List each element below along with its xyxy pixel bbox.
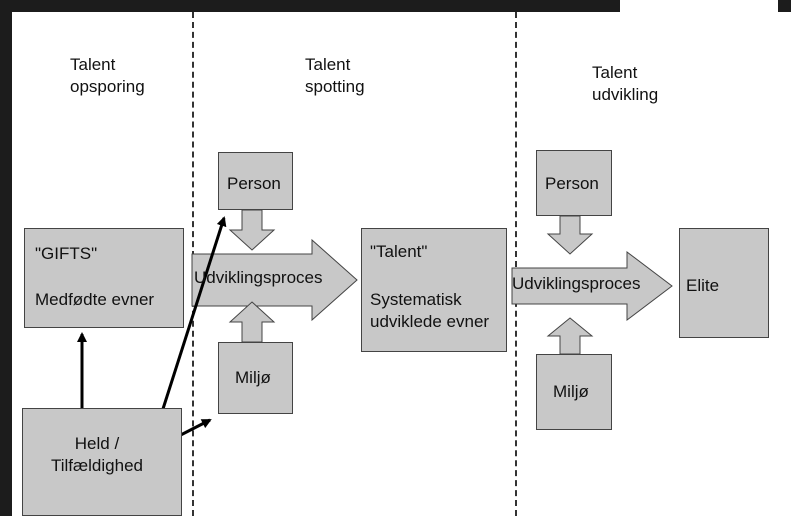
photo-border-left [0,0,14,516]
box-miljo-1: Miljø [218,342,293,414]
person-2-label: Person [545,174,599,193]
box-elite: Elite [679,228,769,338]
talent-subtitle: Systematisk udviklede evner [370,290,490,331]
photo-border-top [0,0,620,14]
box-person-2: Person [536,150,612,216]
box-miljo-2: Miljø [536,354,612,430]
held-label: Held / Tilfældighed [51,434,143,475]
talent-title: "Talent" [370,242,428,261]
diagram-canvas: Talent opsporing Talent spotting Talent … [12,12,791,516]
divider-2 [515,12,517,516]
elite-label: Elite [686,276,720,295]
box-talent: "Talent" Systematisk udviklede evner [361,228,507,352]
box-person-1: Person [218,152,293,210]
miljo-2-label: Miljø [553,382,589,401]
process-label-2: Udviklingsproces [512,274,641,293]
miljo-arrow-2 [546,317,594,355]
box-gifts: "GIFTS" Medfødte evner [24,228,184,328]
heading-talent-spotting: Talent spotting [305,55,365,96]
process-arrow-1 [191,238,358,322]
arrow-held-to-person [160,216,227,413]
process-label-1: Udviklingsproces [194,268,323,287]
person-arrow-2 [546,215,594,255]
person-arrow-1 [228,209,276,251]
person-1-label: Person [227,174,281,193]
arrows-layer [77,209,673,444]
miljo-arrow-1 [228,301,276,343]
box-held-tilfaeldighed: Held / Tilfældighed [22,408,182,516]
gifts-subtitle: Medfødte evner [35,290,155,309]
process-arrow-2 [511,250,673,322]
heading-talent-opsporing: Talent opsporing [70,55,145,96]
heading-talent-udvikling: Talent udvikling [592,63,659,104]
gifts-title: "GIFTS" [35,244,98,263]
miljo-1-label: Miljø [235,368,271,387]
